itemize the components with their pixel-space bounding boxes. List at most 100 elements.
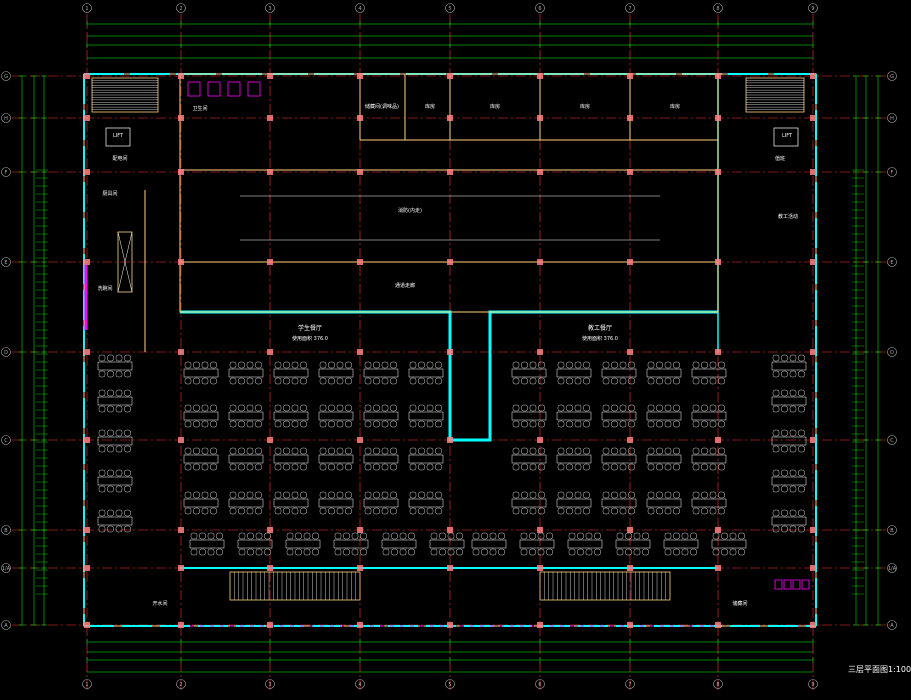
chair xyxy=(229,361,237,369)
chair xyxy=(772,429,780,437)
toilet-fixture xyxy=(207,81,221,97)
dining-table-set xyxy=(97,389,133,413)
chair xyxy=(201,447,209,455)
chair xyxy=(107,429,114,437)
chair xyxy=(390,361,397,369)
chair xyxy=(274,404,282,412)
label-elevator-right: LIFT xyxy=(782,133,793,139)
chair xyxy=(295,532,302,540)
chair xyxy=(115,469,123,477)
chair xyxy=(312,532,319,540)
column xyxy=(810,437,816,443)
dining-table xyxy=(408,368,444,378)
chair xyxy=(201,361,209,369)
chair xyxy=(709,463,717,471)
chair xyxy=(408,532,415,540)
chair xyxy=(115,354,123,362)
axis-bubble xyxy=(355,3,365,13)
column xyxy=(267,115,273,121)
chair xyxy=(619,377,627,385)
chair xyxy=(300,463,307,471)
chair xyxy=(193,377,200,385)
chair xyxy=(343,532,350,540)
chair xyxy=(373,361,380,369)
axis-label: D xyxy=(4,350,8,356)
chair xyxy=(772,370,780,378)
chair xyxy=(373,377,380,385)
axis-label: 2 xyxy=(179,682,182,688)
chair xyxy=(283,507,290,515)
chair xyxy=(390,447,397,455)
chair xyxy=(381,377,389,385)
chair xyxy=(656,447,663,455)
chair xyxy=(583,507,590,515)
chair xyxy=(712,548,720,556)
chair xyxy=(673,532,680,540)
chair xyxy=(701,463,708,471)
chair xyxy=(229,447,237,455)
column xyxy=(627,169,633,175)
chair xyxy=(291,361,299,369)
stairs xyxy=(91,77,805,601)
chair xyxy=(709,491,717,499)
column xyxy=(537,622,543,628)
chair xyxy=(664,420,672,428)
chair xyxy=(772,445,780,453)
chair xyxy=(418,361,425,369)
chair xyxy=(721,548,728,556)
chair xyxy=(611,377,618,385)
dining-table-set xyxy=(228,491,264,515)
chair xyxy=(546,532,553,540)
chair xyxy=(201,491,209,499)
column xyxy=(267,437,273,443)
dining-table xyxy=(711,539,747,549)
chair xyxy=(210,420,217,428)
chair xyxy=(255,532,263,540)
chair xyxy=(300,491,307,499)
chair xyxy=(566,377,573,385)
chair xyxy=(98,485,106,493)
chair xyxy=(409,377,417,385)
dining-table xyxy=(691,368,727,378)
chair xyxy=(291,404,299,412)
chair xyxy=(619,507,627,515)
chair xyxy=(184,377,192,385)
chair xyxy=(701,404,708,412)
chair xyxy=(264,548,271,556)
dining-table-set xyxy=(601,491,637,515)
column xyxy=(357,259,363,265)
chair xyxy=(390,463,397,471)
chair xyxy=(566,507,573,515)
dining-table-set xyxy=(273,361,309,385)
dining-table xyxy=(228,454,264,464)
chair xyxy=(781,509,788,517)
chair xyxy=(238,404,245,412)
column xyxy=(267,73,273,79)
chair xyxy=(574,361,582,369)
axis-label: 8 xyxy=(716,6,719,12)
dining-table-set xyxy=(556,491,592,515)
chair xyxy=(602,447,610,455)
chair xyxy=(521,361,528,369)
chair xyxy=(391,532,398,540)
chair xyxy=(229,491,237,499)
dining-table-set xyxy=(691,404,727,428)
chair xyxy=(246,463,254,471)
dining-table xyxy=(273,411,309,421)
chair xyxy=(718,420,725,428)
dining-table xyxy=(363,454,399,464)
chair xyxy=(628,507,635,515)
chair xyxy=(328,377,335,385)
chair xyxy=(246,447,254,455)
dining-table xyxy=(408,411,444,421)
chair xyxy=(238,548,246,556)
dining-table xyxy=(381,539,417,549)
chair xyxy=(115,370,123,378)
label-dining-left-area: 使用面积 376.0 xyxy=(292,335,328,342)
axis-label: C xyxy=(890,438,894,444)
chair xyxy=(336,404,344,412)
toilet-fixture xyxy=(187,81,201,97)
chair xyxy=(647,361,655,369)
label-kitchen-room-1: 储藏间(调味品) xyxy=(365,103,399,110)
